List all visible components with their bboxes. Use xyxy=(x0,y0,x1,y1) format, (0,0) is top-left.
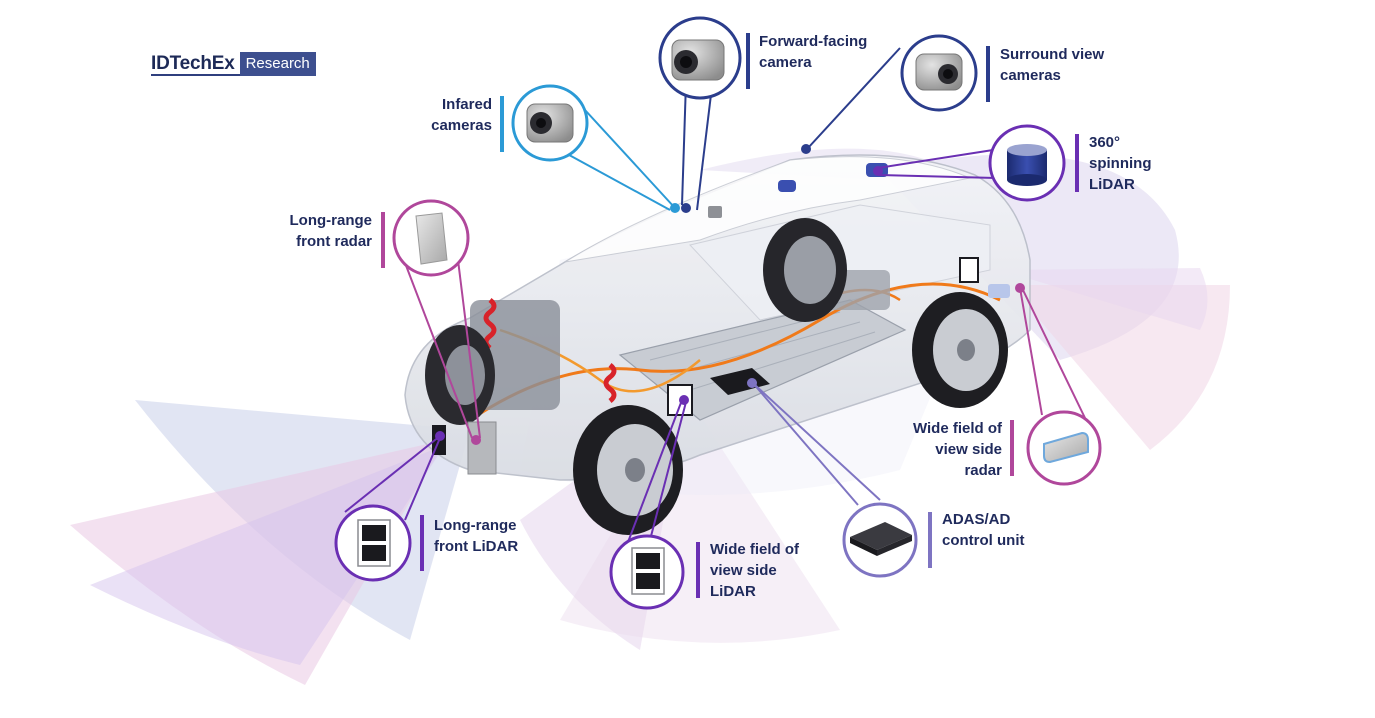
rear-left-wheel xyxy=(763,218,847,322)
spinning-lidar-icon xyxy=(1007,144,1047,186)
side-lidar-label: Wide field of view side LiDAR xyxy=(710,541,800,600)
camera-icon xyxy=(915,53,963,91)
side-radar-label: Wide field of view side radar xyxy=(912,420,1002,479)
spinning-lidar-callout xyxy=(988,124,1066,202)
rear-lidar-mount xyxy=(959,257,979,283)
control-unit-bar xyxy=(928,512,932,568)
forward-camera-label: Forward-facing camera xyxy=(759,33,868,71)
side-lidar-bar xyxy=(696,542,700,598)
control-unit-mount xyxy=(710,368,770,395)
front-lidar-callout xyxy=(334,504,412,582)
front-right-wheel xyxy=(573,405,683,535)
roof-camera-mount xyxy=(708,206,722,218)
surround-cameras-label: Surround view cameras xyxy=(1000,46,1105,84)
side-radar-icon xyxy=(1043,431,1089,464)
forward-camera-callout xyxy=(658,16,742,100)
front-radar-mount xyxy=(467,421,497,475)
front-radar-callout xyxy=(392,199,470,277)
side-lidar-callout xyxy=(609,534,685,610)
side-radar-bar xyxy=(1010,420,1014,476)
infrared-cameras-label: Infared cameras xyxy=(431,96,492,134)
camera-icon xyxy=(526,103,574,143)
front-radar-bar xyxy=(381,212,385,268)
front-radar-label: Long-range front radar xyxy=(289,212,373,250)
logo-brand: IDTechEx xyxy=(151,52,240,76)
solid-state-lidar-icon xyxy=(357,519,391,567)
forward-camera-bar xyxy=(746,33,750,89)
side-radar-callout xyxy=(1026,410,1102,486)
logo-tag: Research xyxy=(239,52,316,76)
infrared-cameras-bar xyxy=(500,96,504,152)
camera-icon xyxy=(671,39,725,81)
control-unit-icon xyxy=(850,522,912,556)
idtechex-logo: IDTechEx Research xyxy=(151,52,316,76)
radar-panel-icon xyxy=(415,212,448,265)
control-unit-label: ADAS/AD control unit xyxy=(942,511,1025,549)
surround-cameras-bar xyxy=(986,46,990,102)
spinning-lidar-label: 360° spinning LiDAR xyxy=(1089,134,1152,193)
front-lidar-bar xyxy=(420,515,424,571)
front-lidar-label: Long-range front LiDAR xyxy=(434,517,519,555)
car-illustration xyxy=(404,154,1031,535)
spinning-lidar-bar xyxy=(1075,134,1079,192)
control-unit-callout xyxy=(842,502,918,578)
surround-camera-callout xyxy=(900,34,978,112)
side-radar-field xyxy=(1010,285,1230,450)
solid-state-lidar-icon xyxy=(631,547,665,595)
rear-right-wheel xyxy=(912,292,1008,408)
connectors xyxy=(344,47,1086,551)
front-lidar-field-inner xyxy=(90,445,445,665)
infrared-camera-callout xyxy=(511,84,589,162)
rear-field xyxy=(1000,268,1208,330)
roof-lidar-mount-left xyxy=(778,180,796,192)
side-radar-mount xyxy=(988,284,1010,298)
